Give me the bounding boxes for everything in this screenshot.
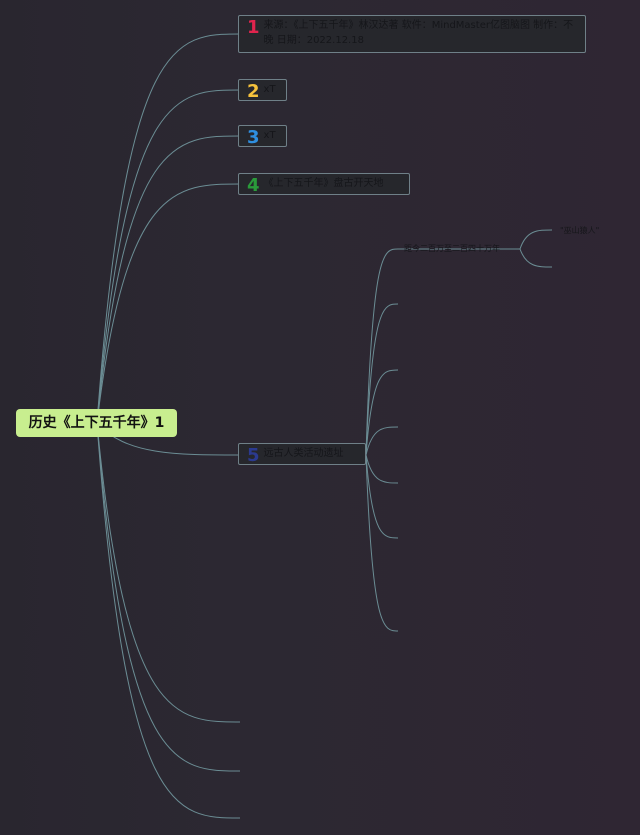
branch-number-4: 4 xyxy=(247,175,260,196)
root-link-1 xyxy=(96,33,241,424)
branch-label-1: 来源：《上下五千年》林汉达著 软件：MindMaster亿图脑图 制作：不晚 日… xyxy=(263,20,574,46)
root-link-8 xyxy=(96,422,241,819)
branch5-link-5 xyxy=(365,454,399,484)
branch5-link-3 xyxy=(365,369,399,456)
branch-number-3: 3 xyxy=(247,127,260,148)
branch-node-5[interactable]: 5 远古人类活动遗址 xyxy=(238,443,366,465)
root-node[interactable]: 历史《上下五千年》1 xyxy=(16,409,177,437)
root-link-2 xyxy=(96,89,241,424)
branch-node-3[interactable]: 3 xT xyxy=(238,125,287,147)
branch-label-4: 《上下五千年》盘古开天地 xyxy=(263,178,384,189)
branch-number-5: 5 xyxy=(247,445,260,466)
branch5-link-1 xyxy=(365,248,399,456)
root-link-7 xyxy=(96,422,241,772)
leaf-topic-label: "巫山猿人" xyxy=(560,226,600,235)
branch-node-1[interactable]: 1 来源：《上下五千年》林汉达著 软件：MindMaster亿图脑图 制作：不晚… xyxy=(238,15,586,53)
branch-node-2[interactable]: 2 xT xyxy=(238,79,287,101)
branch5-link-6 xyxy=(365,454,399,539)
root-node-label: 历史《上下五千年》1 xyxy=(28,415,165,431)
branch-label-3: xT xyxy=(263,130,276,141)
branch-label-5: 远古人类活动遗址 xyxy=(263,448,344,459)
sub-topic-label: 距今二百万至二百四十万年 xyxy=(404,244,500,253)
branch-number-1: 1 xyxy=(247,17,260,38)
root-link-6 xyxy=(96,422,241,723)
branch5-link-4 xyxy=(365,426,399,456)
branch5-link-7 xyxy=(365,454,399,632)
leaf-link-1 xyxy=(519,229,553,250)
sub-topic-node[interactable]: 距今二百万至二百四十万年 xyxy=(404,243,500,254)
branch5-link-2 xyxy=(365,303,399,456)
leaf-topic-node[interactable]: "巫山猿人" xyxy=(560,225,599,236)
branch-number-2: 2 xyxy=(247,81,260,102)
leaf-link-2 xyxy=(519,248,553,268)
root-link-3 xyxy=(96,135,241,424)
branch-node-4[interactable]: 4 《上下五千年》盘古开天地 xyxy=(238,173,410,195)
root-link-4 xyxy=(96,183,241,424)
branch-label-2: xT xyxy=(263,84,276,95)
